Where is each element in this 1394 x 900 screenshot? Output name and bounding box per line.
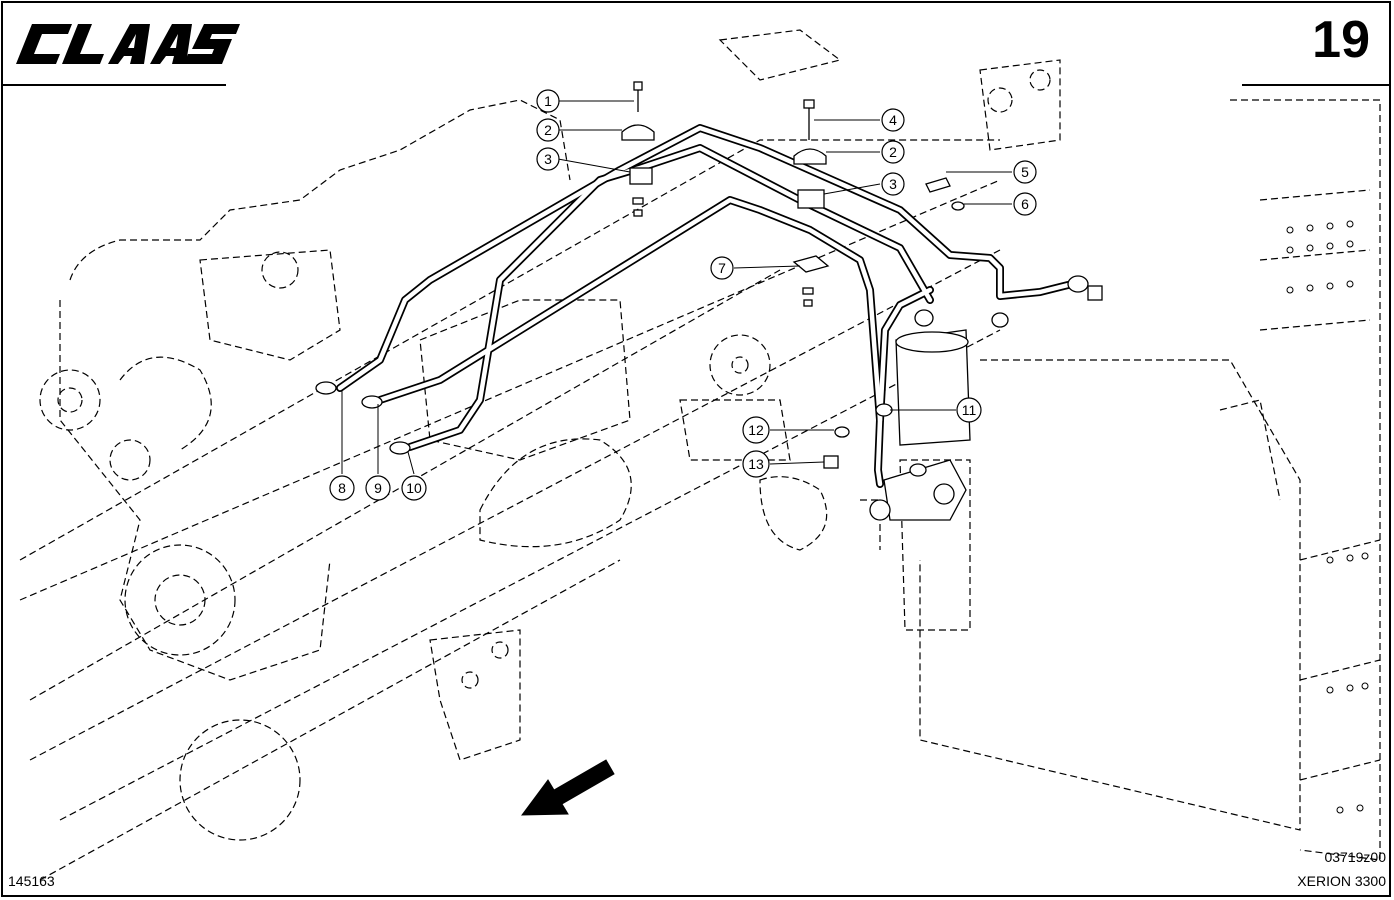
background-machine-outline — [19, 29, 1381, 881]
sheet-id: 145163 — [8, 873, 55, 889]
callout-label: 6 — [1021, 196, 1029, 212]
callout-3: 3 — [536, 147, 560, 171]
callout-6: 6 — [1013, 192, 1037, 216]
callout-2b: 2 — [881, 140, 905, 164]
callout-label: 8 — [338, 480, 346, 496]
callout-3b: 3 — [881, 172, 905, 196]
direction-arrow-icon — [520, 759, 615, 816]
callout-label: 10 — [406, 480, 422, 496]
header-rule-right — [1242, 84, 1390, 86]
callout-8: 8 — [329, 475, 355, 501]
callout-label: 3 — [889, 176, 897, 192]
page-number: 19 — [1312, 11, 1370, 69]
callout-label: 11 — [962, 402, 977, 418]
fuel-lines — [336, 124, 1072, 488]
callout-label: 1 — [544, 93, 552, 109]
drawing-reference: 03719z00 — [1324, 849, 1386, 865]
callout-label: 5 — [1021, 164, 1029, 180]
callout-7: 7 — [710, 256, 734, 280]
callout-9: 9 — [365, 475, 391, 501]
callout-12: 12 — [742, 416, 770, 444]
callout-4: 4 — [881, 108, 905, 132]
callout-11: 11 — [956, 397, 982, 423]
callout-label: 12 — [748, 422, 764, 438]
claas-logo — [16, 24, 240, 64]
callout-2: 2 — [536, 118, 560, 142]
callout-label: 7 — [718, 260, 726, 276]
callout-label: 9 — [374, 480, 382, 496]
callout-label: 4 — [889, 112, 897, 128]
header-rule-left — [2, 84, 226, 86]
callout-1: 1 — [536, 89, 560, 113]
callout-10: 10 — [401, 475, 427, 501]
perforated-panel — [1286, 220, 1369, 814]
callout-label: 13 — [748, 456, 764, 472]
callout-13: 13 — [742, 450, 770, 478]
hardware-parts — [315, 81, 1103, 521]
callout-label: 3 — [544, 151, 552, 167]
callout-label: 2 — [544, 122, 552, 138]
leader-lines — [341, 100, 1012, 475]
callout-5: 5 — [1013, 160, 1037, 184]
model-name: XERION 3300 — [1297, 873, 1386, 889]
callout-label: 2 — [889, 144, 897, 160]
